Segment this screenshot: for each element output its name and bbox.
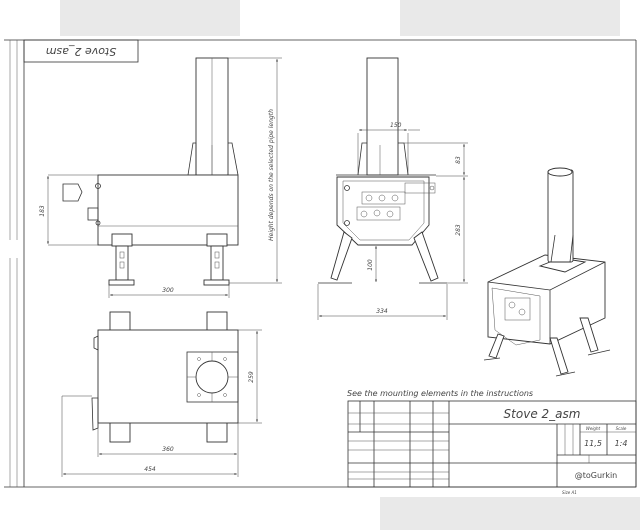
dim-top-width: 259 (248, 371, 255, 383)
side-body (97, 174, 239, 246)
top-stamp-title: Stove 2_asm (46, 45, 117, 58)
side-leg-right (203, 233, 230, 286)
blurred-strip-top-right (400, 0, 620, 36)
front-leg-left (330, 231, 353, 281)
side-leg-left (108, 233, 135, 286)
dim-front-flange-height: 83 (455, 156, 462, 164)
mounting-note: See the mounting elements in the instruc… (347, 389, 533, 398)
dim-top-length: 360 (162, 446, 174, 453)
blurred-strip-top (60, 0, 240, 36)
scale-value: 1:4 (615, 439, 628, 448)
front-view (317, 57, 468, 320)
isometric-view (483, 167, 611, 377)
title-block (347, 400, 637, 488)
dim-top-total-length: 454 (144, 466, 156, 473)
blurred-strip-bottom (380, 497, 640, 530)
front-leg-right (413, 231, 439, 282)
front-body (336, 176, 430, 246)
dim-front-total-height: 283 (455, 224, 462, 236)
sheet-size: Size A1 (562, 490, 577, 495)
front-pipe (366, 57, 399, 176)
scale-label: Scale (616, 426, 627, 431)
dim-front-clearance: 100 (367, 259, 374, 271)
dim-side-leg-spacing: 300 (162, 287, 174, 294)
top-pipe-opening (195, 360, 229, 394)
top-view (61, 311, 262, 477)
top-stamp-box (23, 39, 139, 63)
side-gussets (187, 142, 239, 176)
weight-label: Weight (586, 426, 601, 431)
height-note: Height depends on the selected pipe leng… (268, 109, 275, 241)
side-view (47, 57, 282, 298)
title-block-title: Stove 2_asm (504, 407, 581, 421)
dim-side-height: 183 (39, 205, 46, 217)
weight-value: 11,5 (584, 439, 602, 448)
side-door-handle (62, 183, 83, 202)
dim-front-leg-span: 334 (376, 308, 388, 315)
author-credit: @toGurkin (575, 471, 618, 480)
dim-front-pipe-flange: 150 (390, 122, 402, 129)
